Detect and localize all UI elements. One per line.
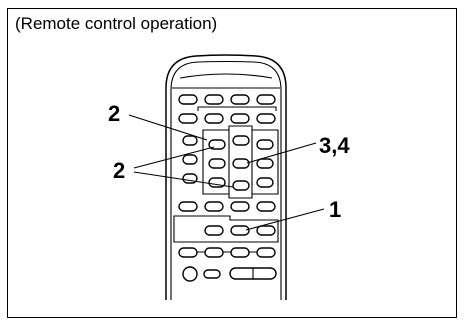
remote-button [256,225,276,236]
remote-button [232,158,250,169]
remote-button [230,247,250,258]
remote-control-icon [165,54,287,300]
remote-button [178,113,198,124]
step-label-1: 1 [329,197,341,222]
remote-button [230,94,250,105]
remote-button [204,247,224,258]
remote-button [204,225,224,236]
remote-button [178,247,198,258]
remote-button [256,113,276,124]
leader-line-step-1 [245,208,325,231]
remote-button [230,201,250,212]
remote-button [230,225,250,236]
remote-button [232,180,250,191]
remote-button [256,158,274,169]
remote-button [203,269,221,279]
remote-button [230,113,250,124]
leader-line-step-2-top [128,114,208,141]
remote-button [182,135,198,146]
remote-button [256,247,276,258]
remote-button [204,94,224,105]
remote-inner-edge [170,60,282,300]
leader-line-step-2-upper [133,146,215,169]
leader-line-step-3-4 [246,142,317,164]
remote-button [178,94,198,105]
remote-button [256,94,276,105]
remote-button [178,201,198,212]
step-label-top: 2 [108,101,120,126]
remote-button [256,177,274,188]
remote-group-bracket [197,106,277,111]
remote-button [204,113,224,124]
remote-button [204,201,224,212]
step-label-3-4: 3,4 [319,133,350,158]
remote-button [182,154,198,165]
remote-button [208,158,226,169]
remote-button [232,135,250,146]
step-label-middle: 2 [113,158,125,183]
remote-top-arc [179,73,273,79]
leader-line-step-2-lower [133,171,234,188]
remote-button [256,201,276,212]
figure-caption: (Remote control operation) [15,14,218,33]
remote-button [256,139,274,150]
remote-lower-group [173,215,279,243]
remote-round-button [182,266,198,282]
